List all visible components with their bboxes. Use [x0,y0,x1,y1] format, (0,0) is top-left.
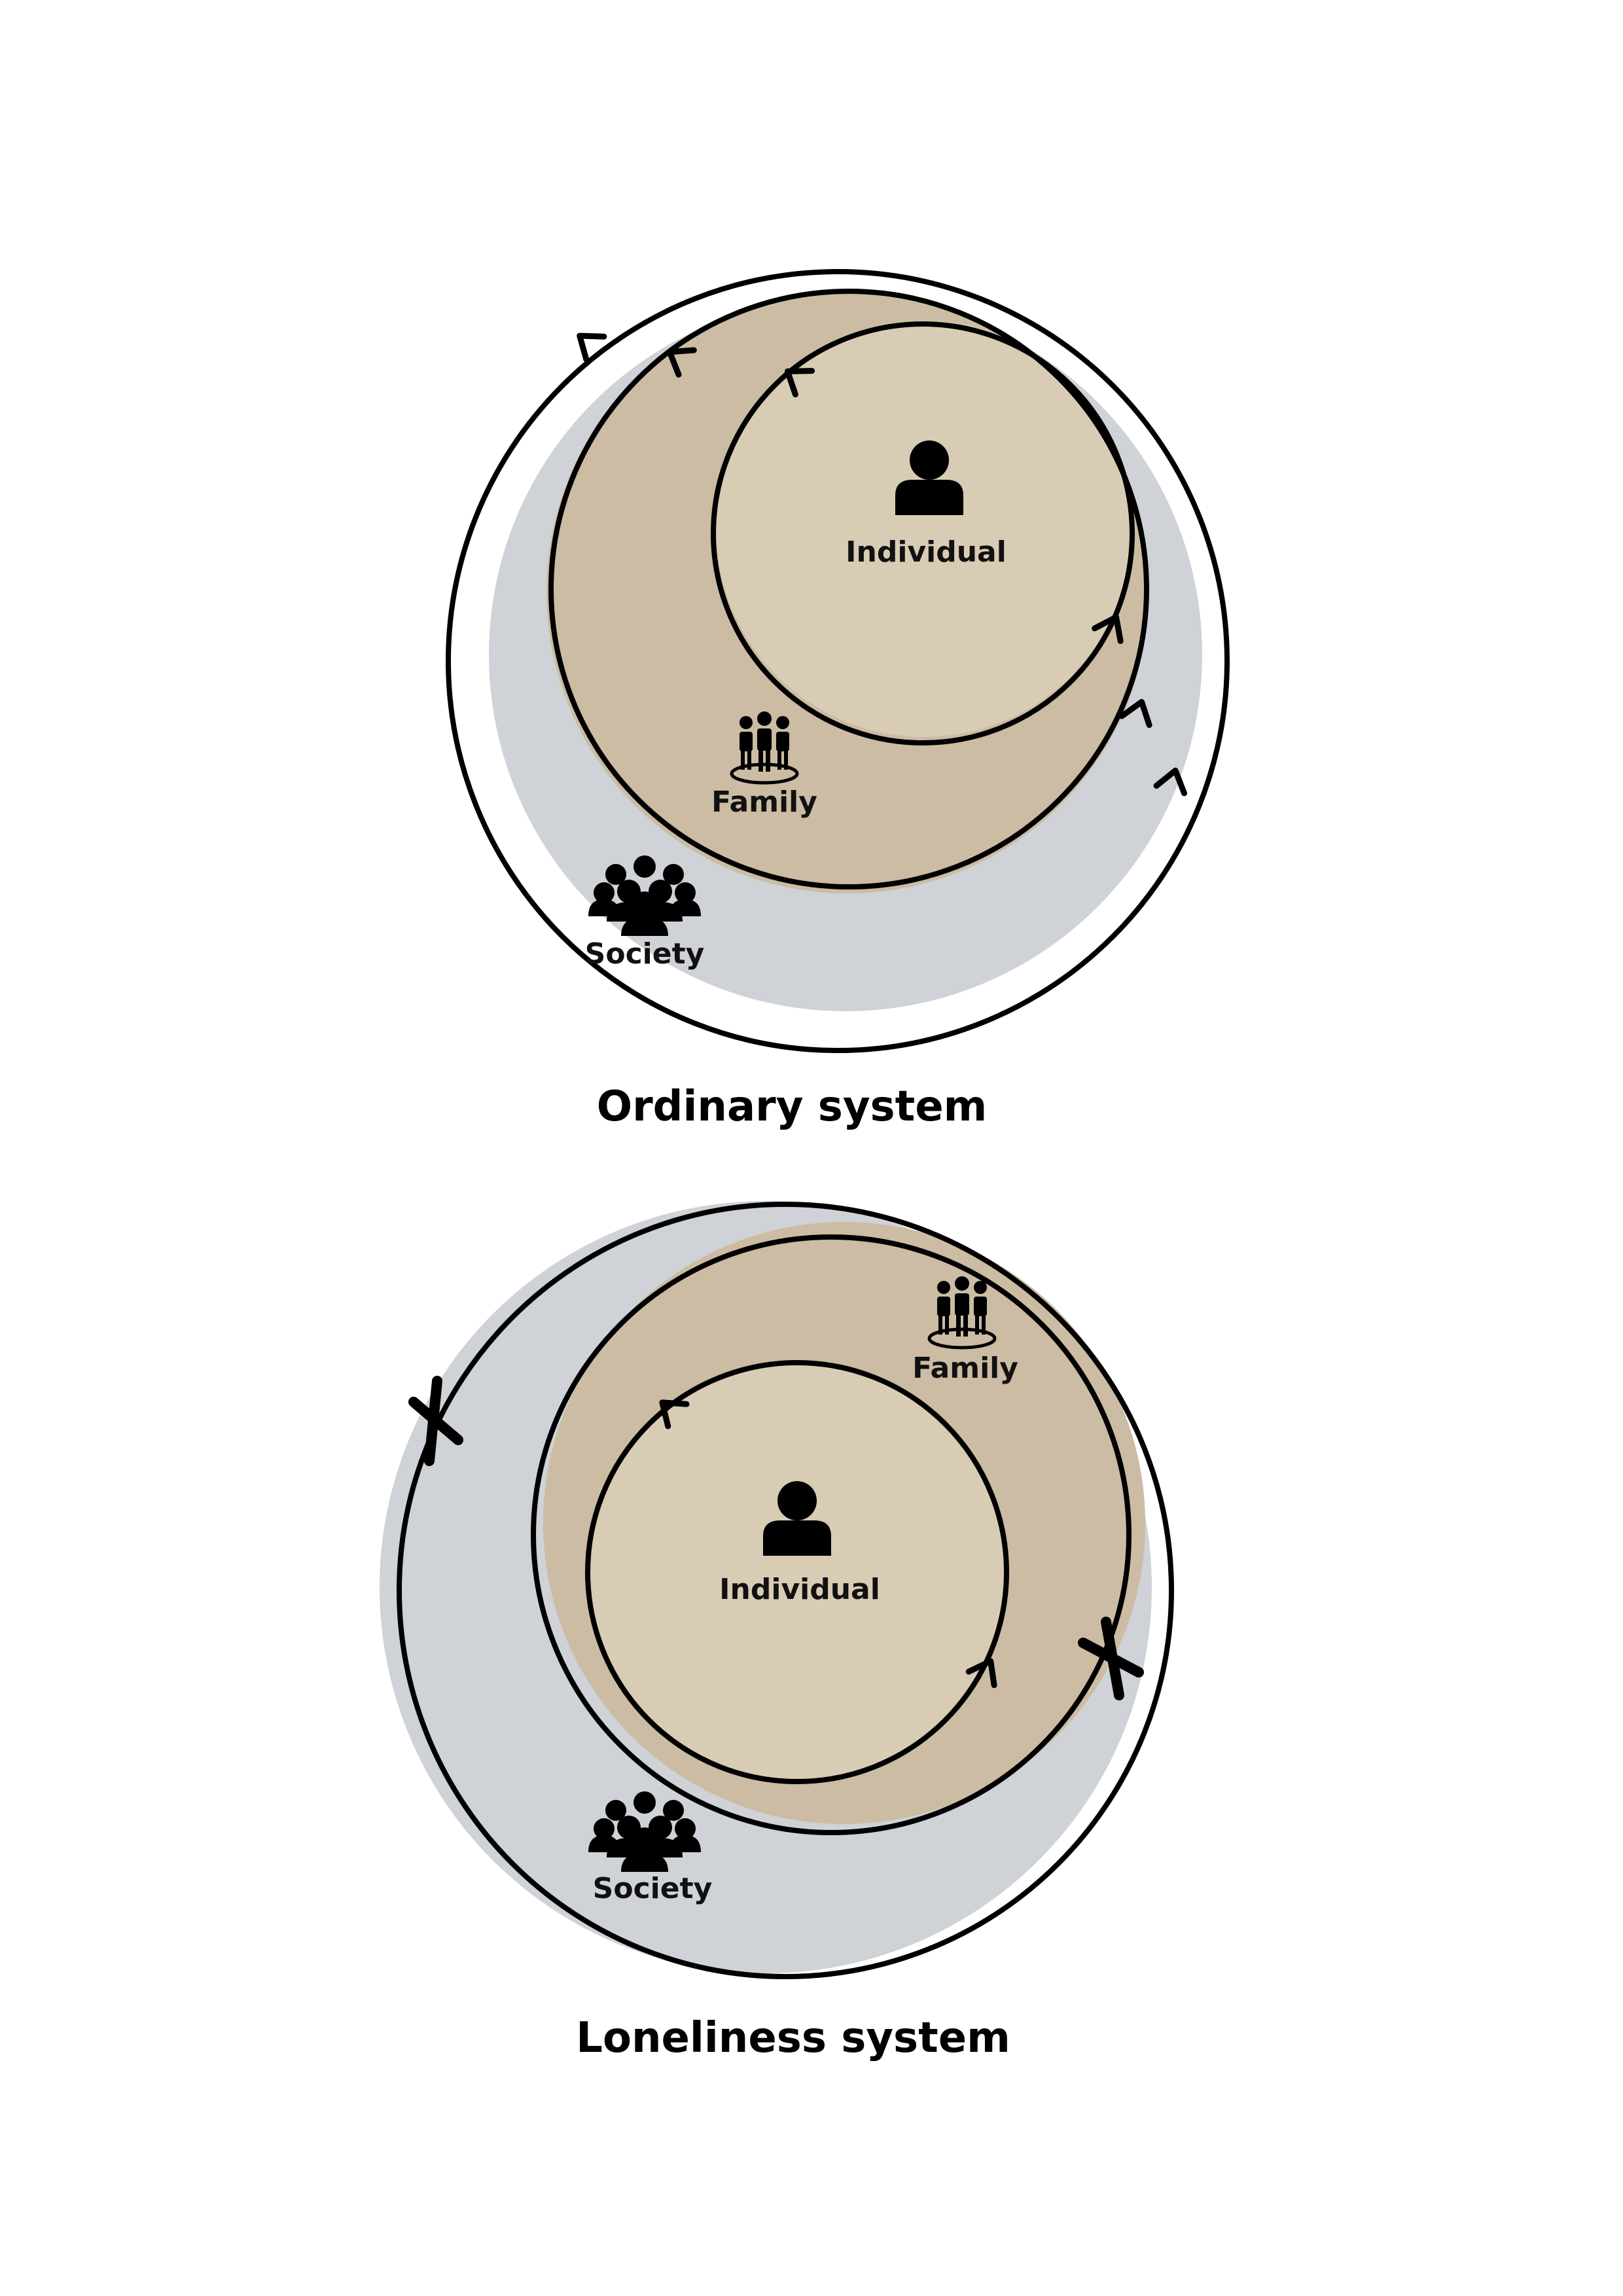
individual-label: Individual [846,535,1007,569]
family-ring [531,1234,1132,1835]
family-label: Family [711,785,817,819]
individual-fill [589,1364,1005,1780]
individual-fill [716,321,1132,737]
loneliness-system-caption: Loneliness system [576,2014,1010,2062]
society-label: Society [585,937,705,971]
break-x-icon [1078,1617,1144,1700]
family-label: Family [912,1352,1018,1385]
family-ring [548,289,1149,889]
individual-ring [585,1360,1009,1784]
society-ring [446,269,1230,1053]
ordinary-system-diagram: Individual Family Society Ordinary syste… [446,269,1230,1131]
individual-label: Individual [719,1573,880,1606]
individual-ring [711,321,1135,745]
society-label: Society [593,1872,713,1905]
loneliness-system-diagram: Individual Family Society Loneliness sys… [380,1201,1174,2062]
ordinary-system-caption: Ordinary system [597,1083,988,1131]
society-ring [397,1202,1174,1979]
break-x-icon [408,1376,463,1466]
